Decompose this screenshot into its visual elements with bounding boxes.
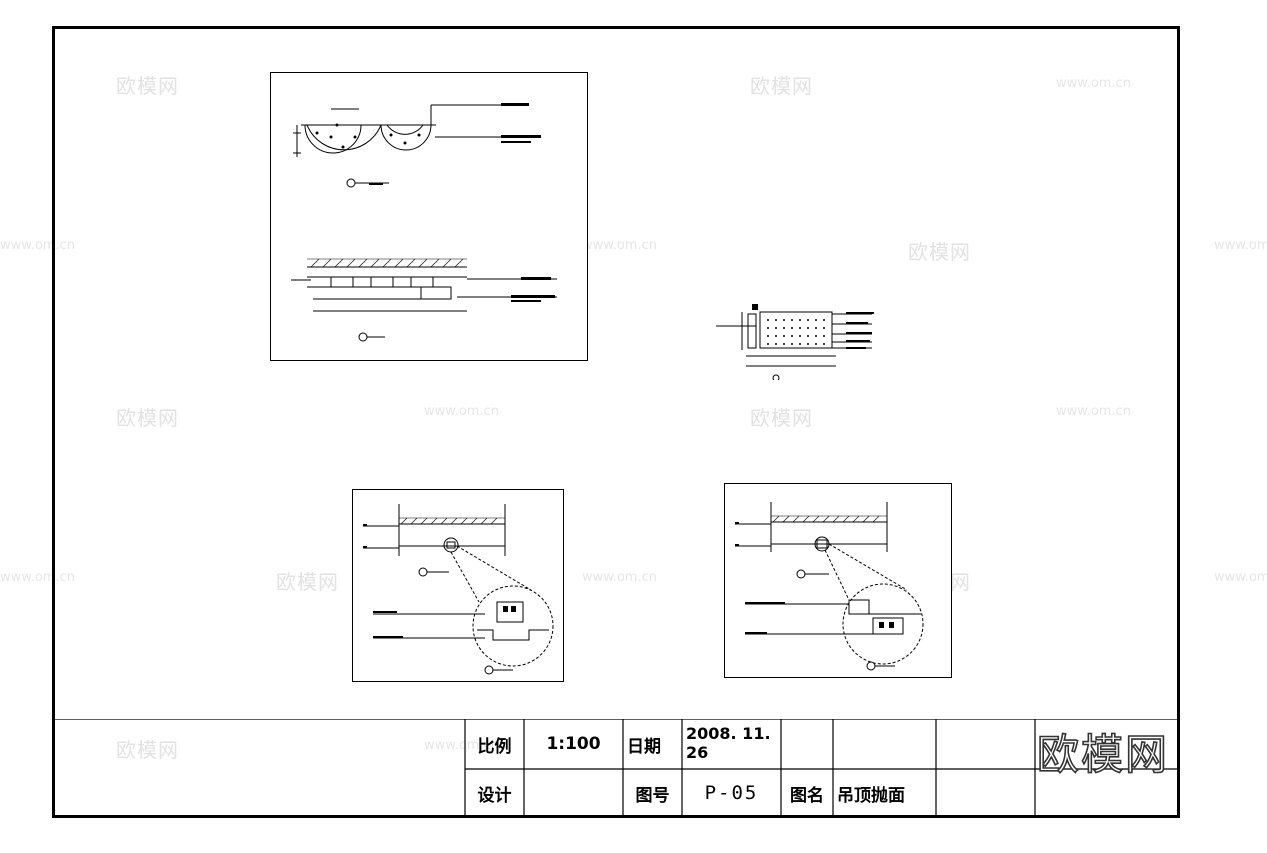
drawing-frame: [52, 26, 1180, 818]
title-block: 比例 1:100 日期 2008. 11. 26 设计 图号 P-05 图名 吊…: [55, 719, 1178, 817]
date-label: 日期: [627, 736, 661, 757]
watermark-url: www.om.cn: [0, 570, 75, 585]
watermark-logo: 欧模网: [116, 406, 179, 430]
designer-value: [524, 769, 623, 817]
watermark-logo: 欧模网: [908, 240, 971, 264]
ceiling-section-drawing: [716, 304, 874, 380]
designer-label: 设计: [477, 785, 512, 806]
right-callout-drawing: [735, 502, 924, 671]
watermark-url: www.om.cn: [1214, 238, 1267, 253]
watermark-url: www.om.cn: [582, 570, 657, 585]
detail-panel-plan-section: [270, 72, 588, 361]
drawing-number-value: P-05: [704, 782, 759, 804]
watermark-url: www.om.cn: [424, 738, 499, 753]
watermark-logo: 欧模网: [116, 74, 179, 98]
watermark-url: www.om.cn: [1056, 76, 1131, 91]
watermark-logo: 欧模网: [276, 570, 339, 594]
watermark-url: www.om.cn: [1214, 570, 1267, 585]
brand-logo: 欧模网: [1036, 729, 1170, 780]
watermark-url: www.om.cn: [424, 404, 499, 419]
scale-value: 1:100: [546, 734, 601, 754]
drawing-number-label: 图号: [635, 785, 670, 806]
watermark-logo: 欧模网: [116, 738, 179, 762]
detail-panel-left-callout: [352, 489, 564, 682]
drawing-name-value: 吊顶抛面: [837, 785, 905, 806]
title-block-grid: [55, 719, 1178, 817]
watermark-logo: 欧模网: [750, 74, 813, 98]
date-value: 2008. 11. 26: [686, 724, 771, 762]
detail-panel-right-callout: [724, 483, 952, 678]
watermark-url: www.om.cn: [582, 238, 657, 253]
plan-section-drawing: [291, 103, 557, 342]
watermark-logo: 欧模网: [750, 406, 813, 430]
drawing-name-label: 图名: [790, 785, 824, 806]
detail-ceiling-section: [712, 300, 892, 380]
watermark-url: www.om.cn: [1056, 404, 1131, 419]
left-callout-drawing: [363, 504, 554, 675]
scale-label: 比例: [477, 736, 512, 757]
watermark-url: www.om.cn: [0, 238, 75, 253]
